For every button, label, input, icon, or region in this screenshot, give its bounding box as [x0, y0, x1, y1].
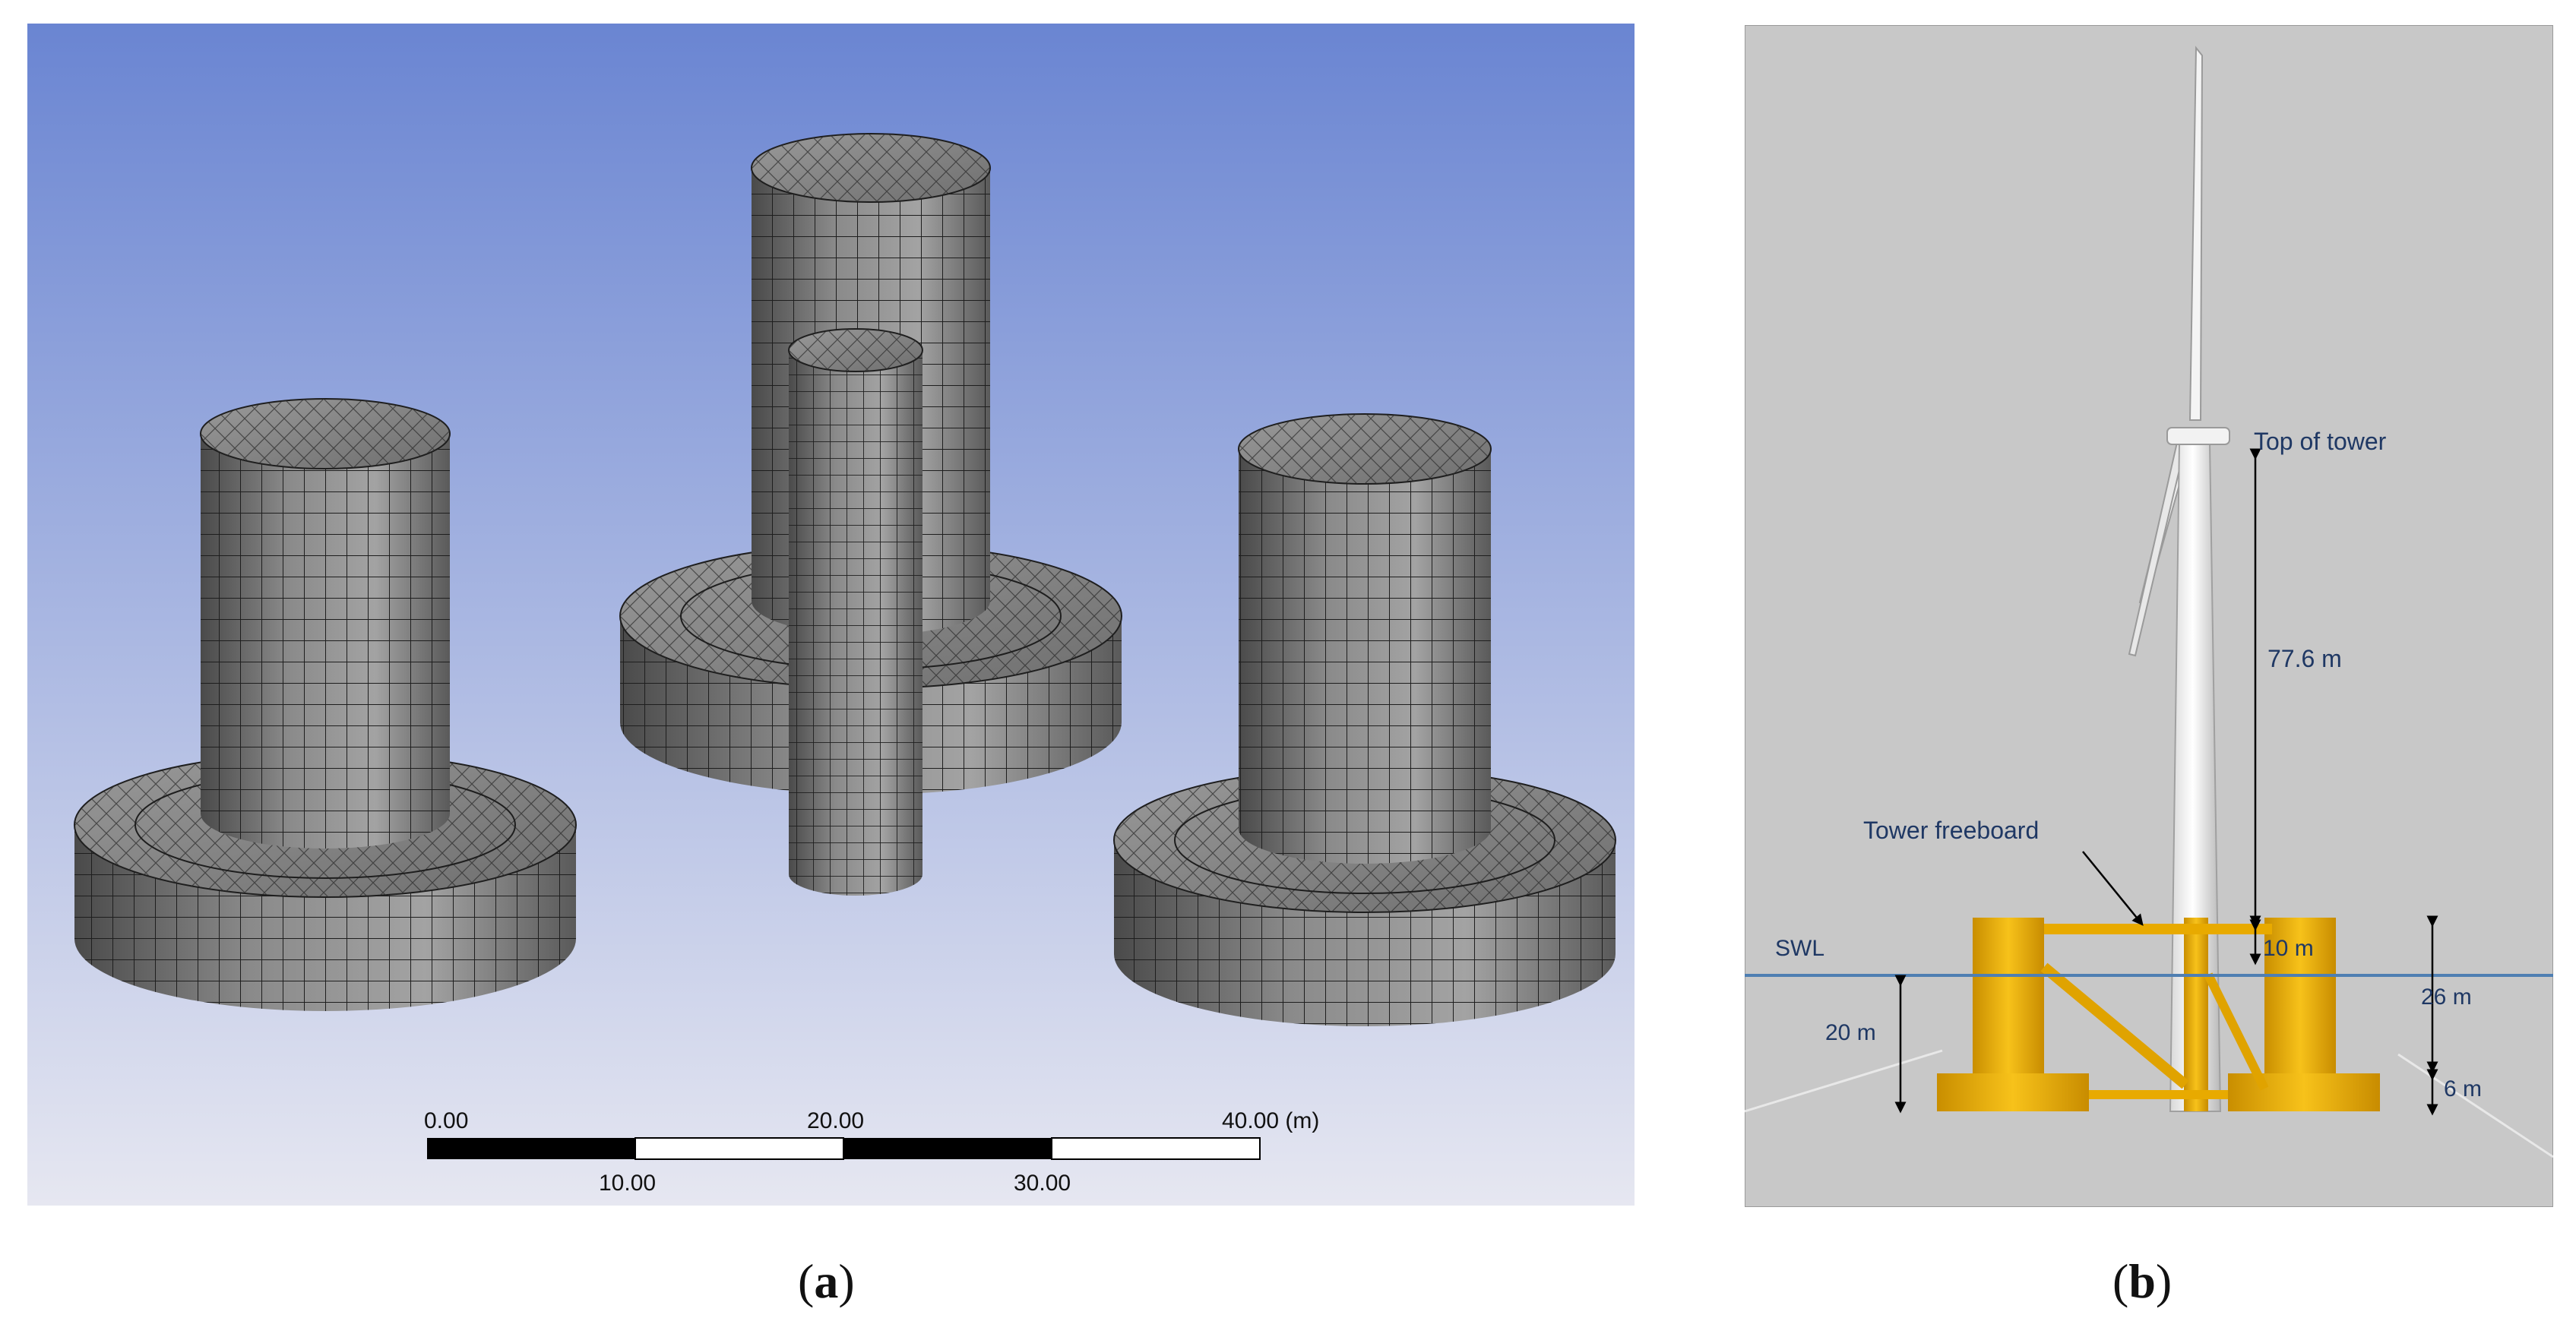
label-draft: 20 m — [1825, 1020, 1876, 1045]
label-column-height: 26 m — [2421, 984, 2472, 1010]
nacelle — [2166, 427, 2230, 445]
scale-bar: 0.00 20.00 40.00 (m) 10.00 30.00 — [424, 1108, 1319, 1196]
label-freeboard-height: 10 m — [2263, 936, 2314, 961]
scale-label-0: 0.00 — [424, 1108, 468, 1133]
label-base-height: 6 m — [2444, 1076, 2482, 1101]
scale-label-40: 40.00 (m) — [1222, 1108, 1319, 1133]
caption-b: (b) — [2112, 1254, 2173, 1308]
mesh-render-panel: 0.00 20.00 40.00 (m) 10.00 30.00 — [27, 24, 1635, 1206]
right-column-assembly — [1113, 413, 1616, 1026]
dimension-lines — [1894, 448, 2438, 1116]
turbine-diagram-panel: Top of tower 77.6 m Tower freeboard SWL … — [1745, 25, 2553, 1207]
scale-label-30: 30.00 — [1014, 1171, 1071, 1196]
label-top-of-tower: Top of tower — [2254, 428, 2387, 455]
scale-label-10: 10.00 — [599, 1171, 656, 1196]
label-swl: SWL — [1775, 936, 1824, 961]
label-tower-freeboard: Tower freeboard — [1863, 817, 2039, 844]
caption-a: (a) — [798, 1254, 855, 1308]
label-tower-height: 77.6 m — [2267, 645, 2342, 672]
diagram-background — [1745, 25, 2553, 1207]
scale-label-20: 20.00 — [807, 1108, 864, 1133]
floating-platform — [1937, 918, 2380, 1111]
left-column-assembly — [74, 398, 577, 1011]
center-column-assembly — [619, 133, 1122, 896]
